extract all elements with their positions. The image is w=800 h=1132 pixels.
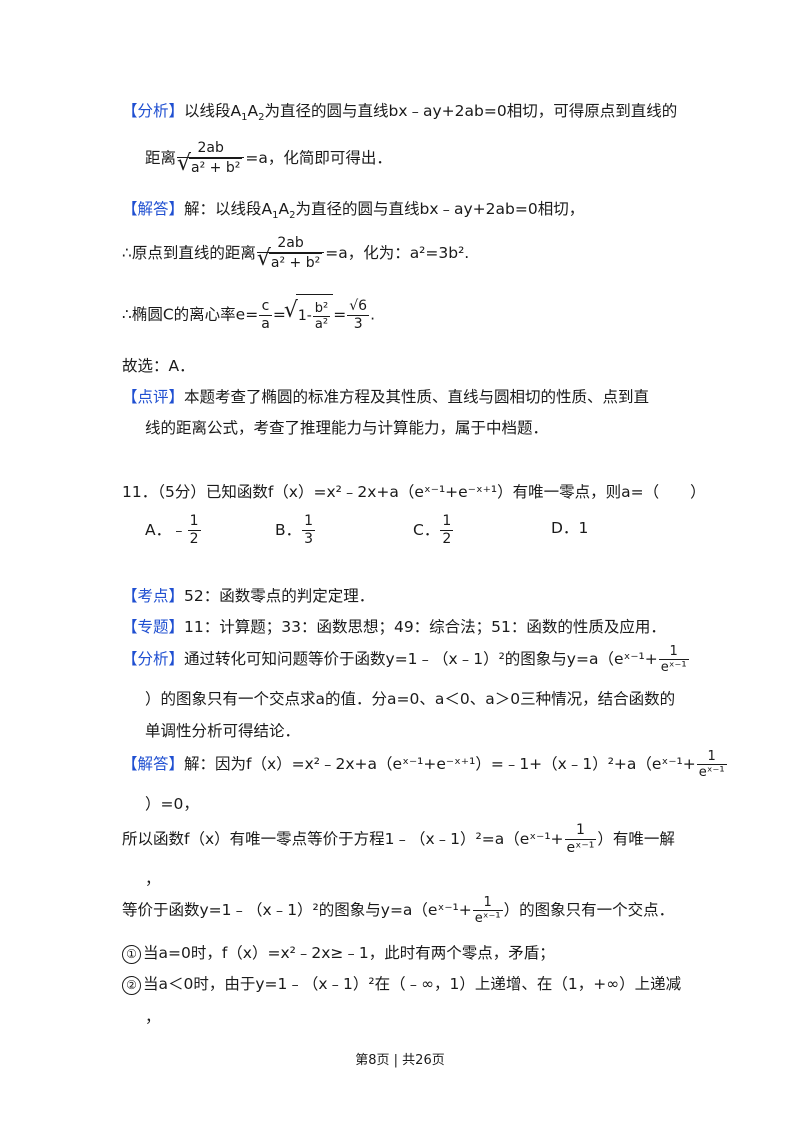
q11-fenxi-line1: 【分析】通过转化可知问题等价于函数y=1﹣（x﹣1）²的图象与y=a（eˣ⁻¹+… bbox=[122, 644, 689, 675]
q11-zhuanti: 【专题】11：计算题；33：函数思想；49：综合法；51：函数的性质及应用． bbox=[122, 618, 666, 636]
q11-option-d: D．1 bbox=[551, 519, 589, 537]
tag-jieda: 【解答】 bbox=[122, 200, 185, 218]
q11-kaodian: 【考点】52：函数零点的判定定理． bbox=[122, 587, 375, 605]
q11-fenxi-line3: 单调性分析可得结论． bbox=[145, 722, 301, 740]
q11-jieda-line1: 【解答】解：因为f（x）=x²﹣2x+a（eˣ⁻¹+e⁻ˣ⁺¹）=﹣1+（x﹣1… bbox=[122, 749, 727, 780]
circled-two: ② bbox=[122, 976, 141, 995]
p10-dianping-line2: 线的距离公式，考查了推理能力与计算能力，属于中档题． bbox=[145, 419, 549, 437]
p10-answer: 故选：A． bbox=[122, 357, 195, 375]
tag-jieda-2: 【解答】 bbox=[122, 755, 185, 773]
distance-fraction: 2aba² + b² bbox=[177, 140, 245, 177]
tag-kaodian: 【考点】 bbox=[122, 587, 185, 605]
p10-fenxi-line2: 距离2aba² + b²=a，化简即可得出． bbox=[145, 140, 392, 177]
circled-one: ① bbox=[122, 945, 141, 964]
q11-fenxi-line2: ）的图象只有一个交点求a的值．分a=0、a＜0、a＞0三种情况，结合函数的 bbox=[145, 690, 676, 708]
q11-comma: ， bbox=[145, 870, 161, 888]
p10-fenxi-line1: 【分析】以线段A1A2为直径的圆与直线bx﹣ay+2ab=0相切，可得原点到直线… bbox=[122, 102, 678, 124]
tag-fenxi: 【分析】 bbox=[122, 102, 185, 120]
q11-jieda-line2: ）=0， bbox=[145, 795, 199, 813]
p10-origin-distance: ∴原点到直线的距离2aba² + b²=a，化为：a²=3b². bbox=[122, 235, 469, 272]
q11-stem: 11．（5分）已知函数f（x）=x²﹣2x+a（eˣ⁻¹+e⁻ˣ⁺¹）有唯一零点… bbox=[122, 483, 706, 501]
tag-fenxi-2: 【分析】 bbox=[122, 650, 185, 668]
q11-comma-2: ， bbox=[145, 1008, 161, 1026]
p10-dianping-line1: 【点评】本题考查了椭圆的标准方程及其性质、直线与圆相切的性质、点到直 bbox=[122, 388, 650, 406]
page-footer: 第8页 | 共26页 bbox=[355, 1053, 445, 1068]
distance-fraction-2: 2aba² + b² bbox=[257, 235, 325, 272]
p10-jieda-line1: 【解答】解：以线段A1A2为直径的圆与直线bx﹣ay+2ab=0相切， bbox=[122, 200, 585, 222]
tag-dianping: 【点评】 bbox=[122, 388, 185, 406]
tag-zhuanti: 【专题】 bbox=[122, 618, 185, 636]
